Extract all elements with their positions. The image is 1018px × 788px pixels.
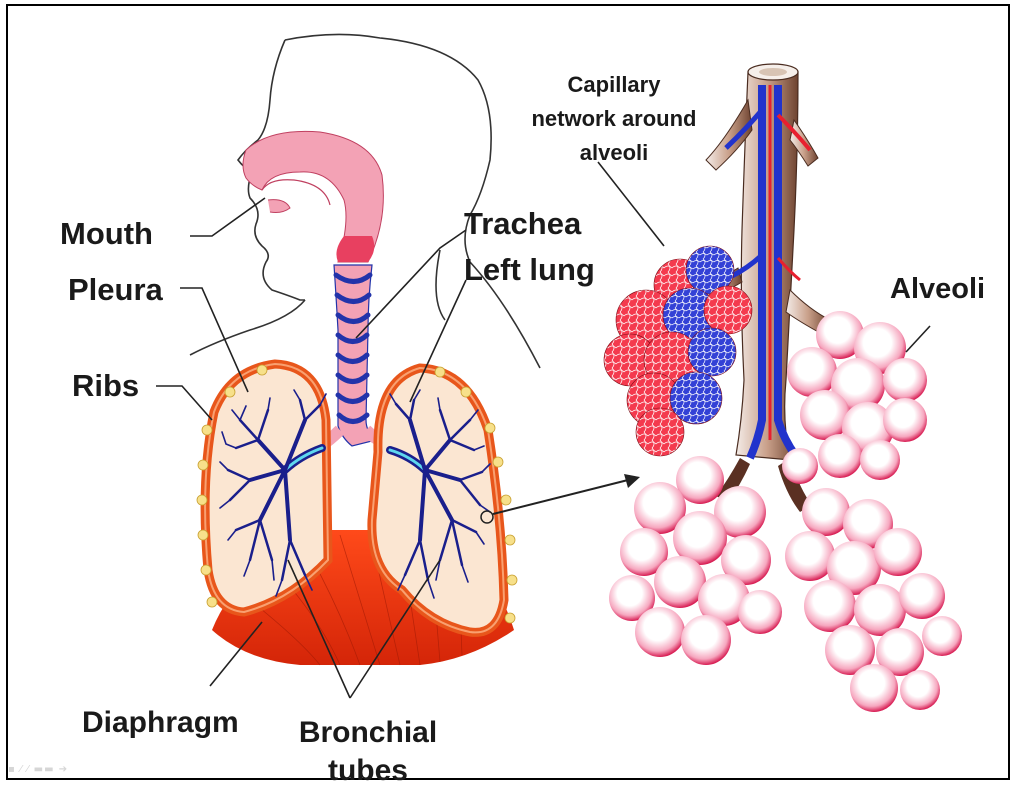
label-left-lung: Left lung	[464, 252, 595, 287]
label-mouth: Mouth	[60, 216, 153, 251]
magnify-arrow	[493, 474, 640, 514]
alveoli-cluster-lower-left	[609, 456, 782, 665]
right-lung	[205, 364, 328, 612]
label-bronchial-line1: Bronchial	[299, 716, 437, 749]
label-capillary-line1: Capillary	[568, 72, 662, 97]
watermark-glyphs: ▪ ⁄ ⁄ ▬▬ ➔	[8, 764, 68, 775]
label-alveoli: Alveoli	[890, 273, 985, 305]
label-ribs: Ribs	[72, 368, 139, 403]
alveoli-cluster-lower-right	[785, 488, 962, 712]
label-pleura: Pleura	[68, 272, 164, 307]
leader-alveoli	[906, 326, 930, 352]
label-capillary-line3: alveoli	[580, 140, 648, 165]
capillary-network-cluster	[604, 246, 752, 456]
nasal-oral-cavity	[243, 131, 383, 262]
leader-ribs	[156, 386, 212, 420]
label-trachea: Trachea	[464, 206, 582, 241]
label-diaphragm: Diaphragm	[82, 706, 239, 739]
label-bronchial-line2: tubes	[328, 754, 408, 787]
label-capillary-line2: network around	[531, 106, 696, 131]
alveoli-cluster-upper	[782, 311, 927, 484]
leader-capillary	[598, 162, 664, 246]
